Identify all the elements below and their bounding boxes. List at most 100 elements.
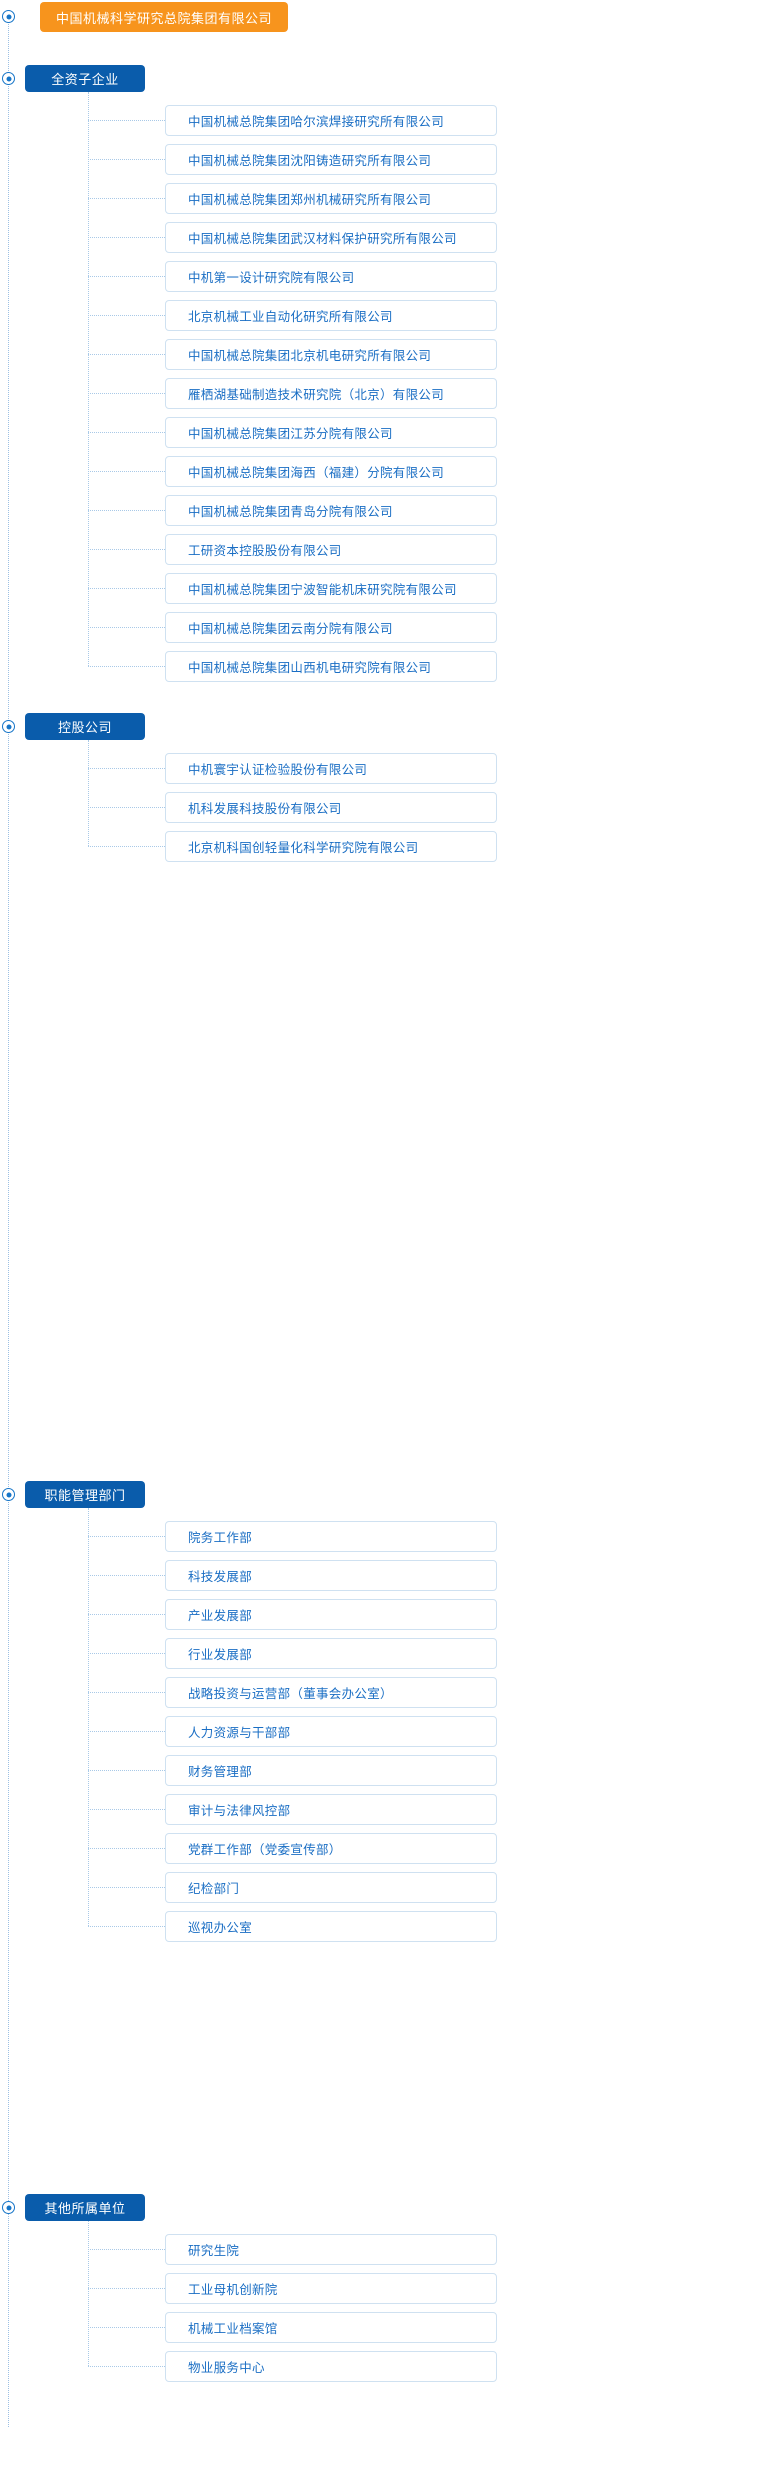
leaf-item-label: 中国机械总院集团沈阳铸造研究所有限公司	[188, 154, 432, 168]
group-stem-line	[88, 1508, 89, 1926]
leaf-item-label: 中国机械总院集团郑州机械研究所有限公司	[188, 193, 432, 207]
leaf-connector-line	[88, 237, 165, 238]
leaf-item-label: 工研资本控股股份有限公司	[188, 544, 342, 558]
group-header[interactable]: 其他所属单位	[25, 2194, 145, 2221]
leaf-item[interactable]: 中国机械总院集团宁波智能机床研究院有限公司	[165, 573, 497, 604]
leaf-item[interactable]: 雁栖湖基础制造技术研究院（北京）有限公司	[165, 378, 497, 409]
leaf-item[interactable]: 中国机械总院集团北京机电研究所有限公司	[165, 339, 497, 370]
leaf-item-label: 中国机械总院集团哈尔滨焊接研究所有限公司	[188, 115, 445, 129]
group-header-label: 全资子企业	[51, 72, 119, 87]
leaf-item-label: 中国机械总院集团武汉材料保护研究所有限公司	[188, 232, 457, 246]
leaf-connector-line	[88, 2249, 165, 2250]
leaf-item-label: 财务管理部	[188, 1765, 253, 1779]
leaf-item[interactable]: 中国机械总院集团山西机电研究院有限公司	[165, 651, 497, 682]
leaf-item-label: 巡视办公室	[188, 1921, 253, 1935]
spine-marker-group-4	[2, 2201, 15, 2214]
leaf-connector-line	[88, 846, 165, 847]
leaf-connector-line	[88, 1692, 165, 1693]
leaf-connector-line	[88, 393, 165, 394]
leaf-item-label: 人力资源与干部部	[188, 1726, 291, 1740]
leaf-item[interactable]: 机科发展科技股份有限公司	[165, 792, 497, 823]
leaf-connector-line	[88, 1536, 165, 1537]
leaf-connector-line	[88, 768, 165, 769]
leaf-item[interactable]: 工业母机创新院	[165, 2273, 497, 2304]
root-node-label: 中国机械科学研究总院集团有限公司	[56, 10, 273, 26]
leaf-item-label: 战略投资与运营部（董事会办公室）	[188, 1687, 393, 1701]
leaf-connector-line	[88, 807, 165, 808]
leaf-item-label: 中国机械总院集团云南分院有限公司	[188, 622, 393, 636]
spine-marker-group-2	[2, 720, 15, 733]
leaf-item-label: 中机寰宇认证检验股份有限公司	[188, 763, 368, 777]
main-spine-line	[8, 17, 9, 2427]
leaf-connector-line	[88, 666, 165, 667]
leaf-item[interactable]: 中国机械总院集团哈尔滨焊接研究所有限公司	[165, 105, 497, 136]
leaf-item[interactable]: 中机第一设计研究院有限公司	[165, 261, 497, 292]
leaf-item[interactable]: 中国机械总院集团青岛分院有限公司	[165, 495, 497, 526]
leaf-item[interactable]: 中国机械总院集团江苏分院有限公司	[165, 417, 497, 448]
leaf-item-label: 院务工作部	[188, 1531, 253, 1545]
leaf-connector-line	[88, 1887, 165, 1888]
group-header[interactable]: 全资子企业	[25, 65, 145, 92]
leaf-item[interactable]: 巡视办公室	[165, 1911, 497, 1942]
leaf-connector-line	[88, 1614, 165, 1615]
group-stem-line	[88, 2221, 89, 2366]
leaf-item-label: 研究生院	[188, 2244, 240, 2258]
leaf-connector-line	[88, 2366, 165, 2367]
leaf-item[interactable]: 院务工作部	[165, 1521, 497, 1552]
root-node[interactable]: 中国机械科学研究总院集团有限公司	[40, 2, 289, 32]
leaf-item[interactable]: 党群工作部（党委宣传部）	[165, 1833, 497, 1864]
leaf-item-label: 工业母机创新院	[188, 2283, 278, 2297]
leaf-connector-line	[88, 2327, 165, 2328]
spine-marker-group-3	[2, 1488, 15, 1501]
leaf-item[interactable]: 中国机械总院集团沈阳铸造研究所有限公司	[165, 144, 497, 175]
leaf-item[interactable]: 北京机科国创轻量化科学研究院有限公司	[165, 831, 497, 862]
leaf-item-label: 党群工作部（党委宣传部）	[188, 1843, 342, 1857]
group-header[interactable]: 职能管理部门	[25, 1481, 145, 1508]
leaf-item[interactable]: 机械工业档案馆	[165, 2312, 497, 2343]
leaf-item[interactable]: 研究生院	[165, 2234, 497, 2265]
leaf-connector-line	[88, 1926, 165, 1927]
leaf-connector-line	[88, 1653, 165, 1654]
leaf-item[interactable]: 工研资本控股股份有限公司	[165, 534, 497, 565]
leaf-item[interactable]: 财务管理部	[165, 1755, 497, 1786]
leaf-item-label: 行业发展部	[188, 1648, 253, 1662]
leaf-item[interactable]: 人力资源与干部部	[165, 1716, 497, 1747]
leaf-item[interactable]: 行业发展部	[165, 1638, 497, 1669]
leaf-item[interactable]: 科技发展部	[165, 1560, 497, 1591]
group-header-label: 职能管理部门	[44, 1488, 126, 1503]
leaf-connector-line	[88, 159, 165, 160]
leaf-connector-line	[88, 588, 165, 589]
leaf-item-label: 物业服务中心	[188, 2361, 265, 2375]
spine-marker-root	[2, 10, 15, 23]
leaf-item[interactable]: 中国机械总院集团海西（福建）分院有限公司	[165, 456, 497, 487]
leaf-item[interactable]: 纪检部门	[165, 1872, 497, 1903]
leaf-connector-line	[88, 1575, 165, 1576]
leaf-item-label: 中机第一设计研究院有限公司	[188, 271, 355, 285]
group-header[interactable]: 控股公司	[25, 713, 145, 740]
leaf-item[interactable]: 中国机械总院集团云南分院有限公司	[165, 612, 497, 643]
group-stem-line	[88, 740, 89, 846]
leaf-item-label: 中国机械总院集团北京机电研究所有限公司	[188, 349, 432, 363]
leaf-item[interactable]: 审计与法律风控部	[165, 1794, 497, 1825]
leaf-item[interactable]: 产业发展部	[165, 1599, 497, 1630]
leaf-connector-line	[88, 432, 165, 433]
leaf-item[interactable]: 物业服务中心	[165, 2351, 497, 2382]
group-stem-line	[88, 92, 89, 666]
leaf-connector-line	[88, 627, 165, 628]
leaf-item-label: 中国机械总院集团江苏分院有限公司	[188, 427, 393, 441]
leaf-item-label: 科技发展部	[188, 1570, 253, 1584]
leaf-connector-line	[88, 120, 165, 121]
leaf-item-label: 北京机科国创轻量化科学研究院有限公司	[188, 841, 419, 855]
leaf-item[interactable]: 中机寰宇认证检验股份有限公司	[165, 753, 497, 784]
leaf-item[interactable]: 北京机械工业自动化研究所有限公司	[165, 300, 497, 331]
leaf-item-label: 中国机械总院集团山西机电研究院有限公司	[188, 661, 432, 675]
leaf-item[interactable]: 中国机械总院集团武汉材料保护研究所有限公司	[165, 222, 497, 253]
group-header-label: 控股公司	[57, 720, 112, 735]
leaf-item[interactable]: 中国机械总院集团郑州机械研究所有限公司	[165, 183, 497, 214]
spine-marker-group-1	[2, 72, 15, 85]
leaf-item[interactable]: 战略投资与运营部（董事会办公室）	[165, 1677, 497, 1708]
leaf-connector-line	[88, 549, 165, 550]
leaf-item-label: 机科发展科技股份有限公司	[188, 802, 342, 816]
leaf-item-label: 中国机械总院集团青岛分院有限公司	[188, 505, 393, 519]
